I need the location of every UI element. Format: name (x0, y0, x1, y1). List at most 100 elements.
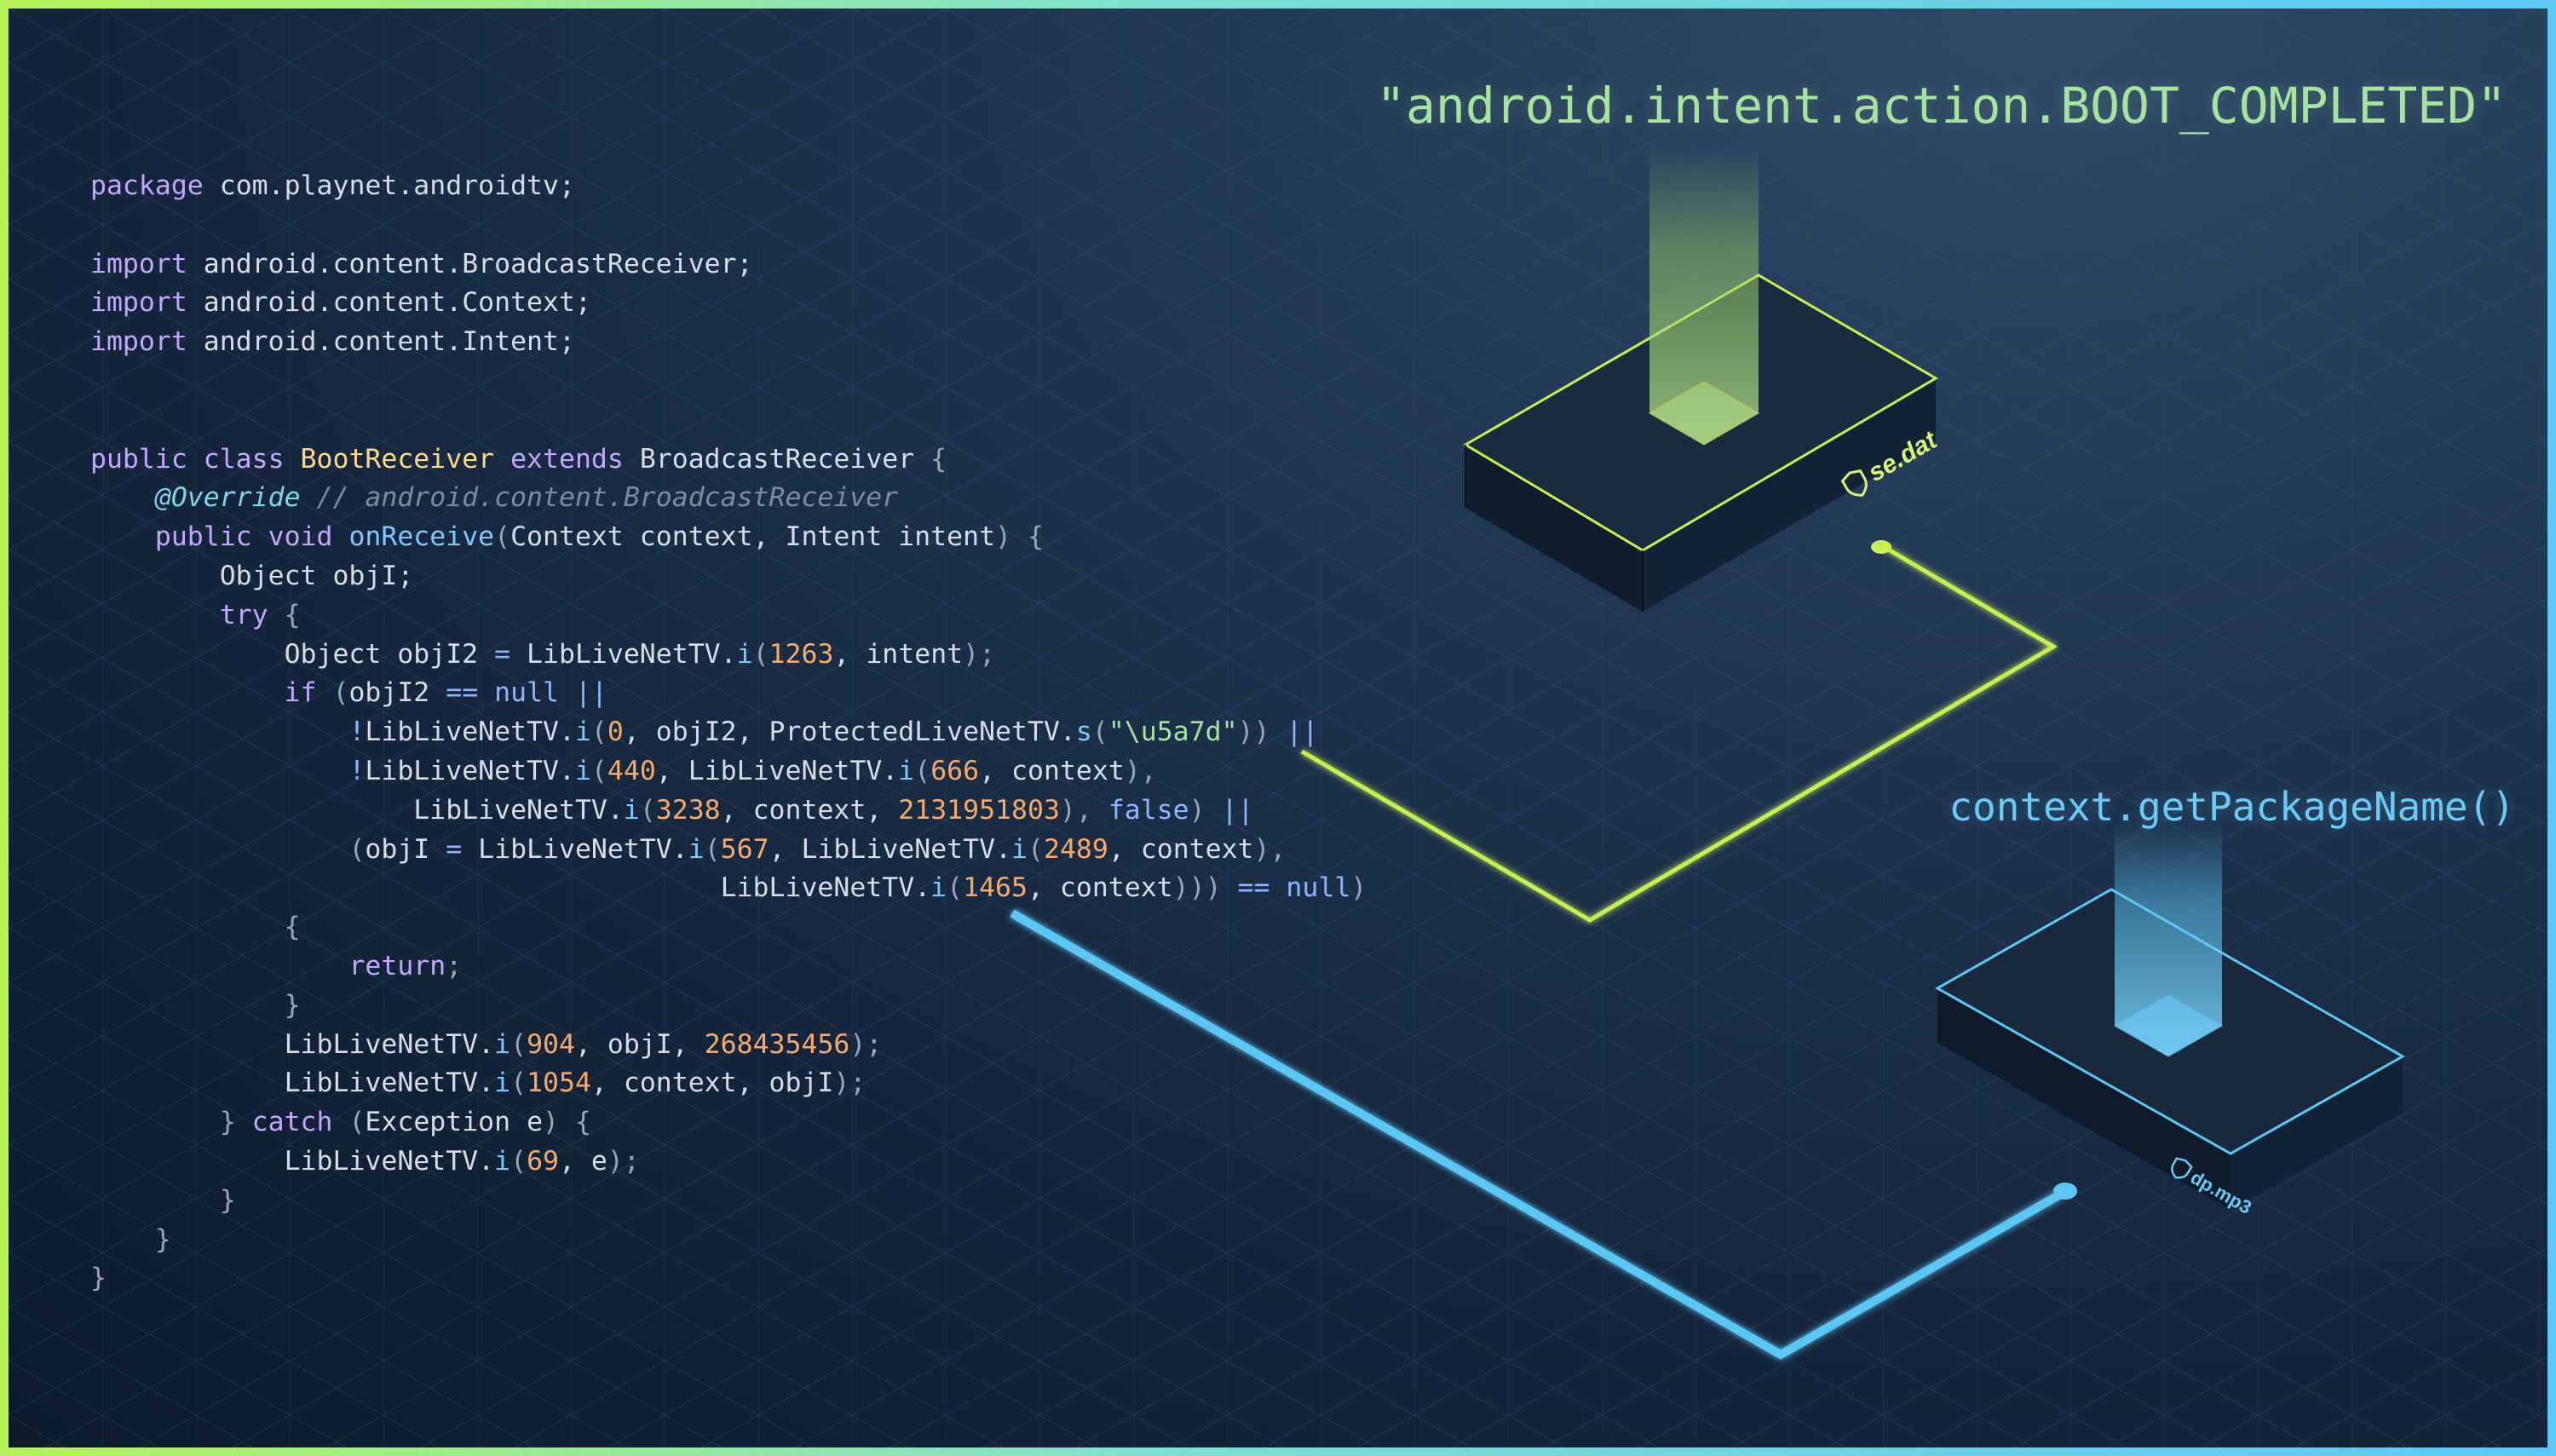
code-token: return (348, 950, 446, 981)
code-line: } catch (Exception e) { (90, 1103, 1367, 1142)
code-token: extends (494, 443, 640, 475)
code-line: Object objI; (90, 557, 1367, 596)
shield-icon (2171, 1157, 2193, 1179)
code-token: ( (348, 833, 366, 865)
code-token: import (90, 326, 187, 358)
code-token: ) { (543, 1107, 591, 1138)
code-token: ), (1124, 755, 1157, 786)
code-token: ( (590, 755, 607, 786)
code-token: i (1011, 833, 1028, 865)
code-token: } (284, 989, 301, 1021)
code-token: public void (154, 521, 349, 553)
code-token: com.playnet.androidtv; (203, 170, 575, 201)
code-token: i (574, 716, 591, 748)
code-token: i (898, 755, 915, 786)
code-token: package (90, 170, 204, 201)
code-token: { (268, 599, 301, 630)
code-token: ), (1253, 833, 1287, 865)
code-line: } (90, 1221, 1367, 1260)
code-line: LibLiveNetTV.i(1054, context, objI); (90, 1064, 1367, 1103)
code-token: || (1286, 716, 1319, 748)
code-token: i (688, 833, 705, 865)
code-line: try { (90, 596, 1367, 636)
code-token: android.content.BroadcastReceiver; (187, 248, 753, 279)
code-token: android.content.Context; (187, 287, 591, 319)
code-line: LibLiveNetTV.i(904, objI, 268435456); (90, 1026, 1367, 1065)
code-line: LibLiveNetTV.i(3238, context, 2131951803… (90, 791, 1367, 831)
code-token: i (736, 638, 753, 670)
code-token: ) (1189, 794, 1222, 826)
package-name-label: context.getPackageName() (1949, 784, 2515, 830)
code-line: return; (90, 947, 1367, 987)
code-token: || (1221, 794, 1254, 826)
code-token: , LibLiveNetTV. (655, 755, 899, 786)
code-token: 666 (930, 755, 980, 786)
code-line: import android.content.Intent; (90, 323, 1367, 362)
code-token: null (494, 677, 560, 709)
code-token: == (1237, 872, 1270, 904)
code-line: public void onReceive(Context context, I… (90, 518, 1367, 557)
code-line: import android.content.Context; (90, 284, 1367, 323)
code-token: 1054 (527, 1068, 591, 1099)
background-grid (9, 9, 2547, 1447)
dp-mp3-box: dp.mp3 (1934, 822, 2406, 1218)
code-line: public class BootReceiver extends Broadc… (90, 440, 1367, 480)
se-dat-beam (1649, 145, 1759, 445)
code-token: Object objI2 (90, 638, 495, 670)
code-line: package com.playnet.androidtv; (90, 167, 1367, 206)
code-token: android.content.Intent; (187, 326, 575, 358)
code-token: onReceive (348, 521, 495, 553)
code-token: LibLiveNetTV. (90, 1068, 495, 1099)
connector-blue (1010, 909, 2077, 1360)
code-line: LibLiveNetTV.i(1465, context))) == null) (90, 869, 1367, 908)
code-token: ( (316, 677, 349, 709)
code-token: , e (559, 1145, 607, 1177)
code-line: Object objI2 = LibLiveNetTV.i(1263, inte… (90, 636, 1367, 675)
code-token: // android.content.BroadcastReceiver (300, 482, 899, 514)
connector-green-endpoint (1871, 540, 1891, 554)
code-token: Object objI; (90, 560, 414, 591)
code-token: public class (90, 443, 301, 475)
code-token: = (494, 638, 511, 670)
code-token: @Override (154, 482, 301, 514)
code-token: 904 (527, 1028, 575, 1060)
code-token: ); (849, 1028, 883, 1060)
shield-icon (1840, 469, 1868, 497)
dp-mp3-beam (2115, 822, 2222, 1056)
code-token: ( (1091, 716, 1108, 748)
code-line: @Override // android.content.BroadcastRe… (90, 479, 1367, 518)
code-token: ( (590, 716, 607, 748)
code-token: i (494, 1145, 511, 1177)
code-token: 0 (607, 716, 624, 748)
code-token: 2131951803 (898, 794, 1060, 826)
code-token: i (574, 755, 591, 786)
code-token: 69 (527, 1145, 559, 1177)
code-token: , objI2, ProtectedLiveNetTV. (623, 716, 1076, 748)
code-line: if (objI2 == null || (90, 674, 1367, 713)
code-token: i (623, 794, 640, 826)
code-token: ( (752, 638, 769, 670)
code-token: s (1075, 716, 1092, 748)
code-token: , objI, (574, 1028, 705, 1060)
code-token: i (494, 1028, 511, 1060)
code-line: } (90, 1259, 1367, 1298)
code-token: || (559, 677, 607, 709)
code-token: "\u5a7d" (1108, 716, 1238, 748)
code-token: ) { (995, 521, 1044, 553)
diagram-canvas: package com.playnet.androidtv; import and… (9, 9, 2547, 1447)
code-token: 567 (720, 833, 769, 865)
code-token: ); (963, 638, 996, 670)
code-token: ( (510, 1145, 527, 1177)
code-token: , context, (720, 794, 899, 826)
code-line: LibLiveNetTV.i(69, e); (90, 1142, 1367, 1182)
code-token: )) (1237, 716, 1287, 748)
code-token: 1465 (963, 872, 1028, 904)
code-token: objI (365, 833, 446, 865)
code-token: Context context, Intent intent (510, 521, 996, 553)
code-token: , context (1027, 872, 1173, 904)
code-token: ( (510, 1028, 527, 1060)
code-token: ); (607, 1145, 640, 1177)
code-token: try (219, 599, 268, 630)
connector-green (1300, 540, 2058, 923)
code-line: (objI = LibLiveNetTV.i(567, LibLiveNetTV… (90, 831, 1367, 870)
